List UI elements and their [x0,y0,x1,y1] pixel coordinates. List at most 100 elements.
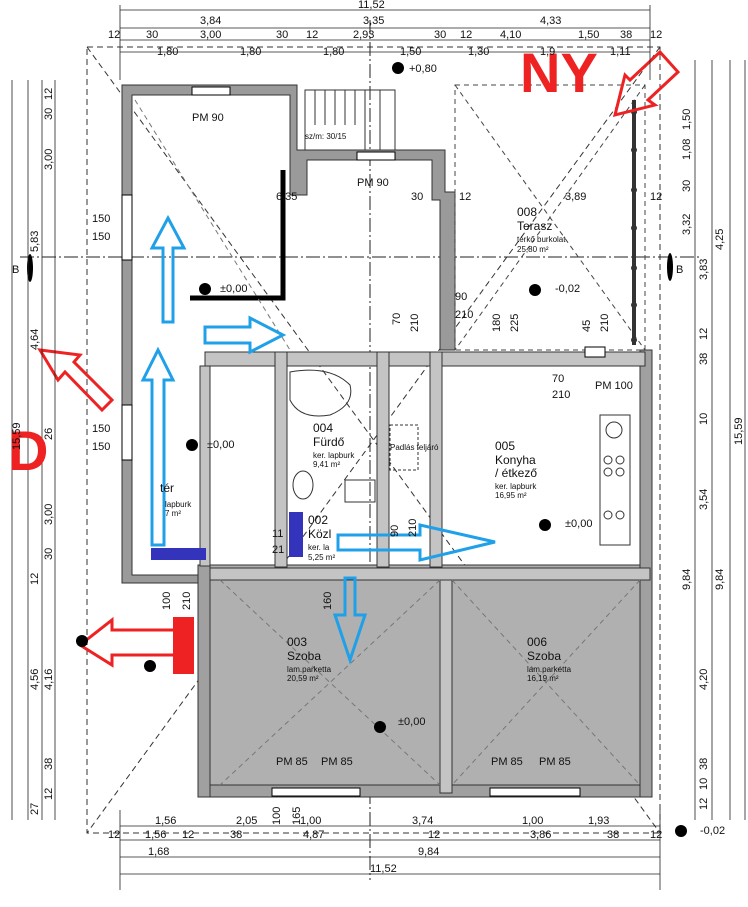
opening-1: 210 [455,309,473,321]
dim-left-2: 3,00 [43,149,55,170]
dim-left-7: 3,00 [43,504,55,525]
dim-top-r3-10: 38 [620,29,632,41]
dim-top-r4-0: 1,80 [157,46,178,58]
dim-top-r4-2: 1,80 [323,46,344,58]
attic-hatch-label: Padlás feljáró [390,443,439,452]
opening-13: 165 [291,807,303,825]
bathroom-number: 004 [313,421,333,435]
dim-left-1: 30 [43,108,55,120]
dim-left-8: 30 [43,548,55,560]
level-main-3: ±0,00 [565,518,592,530]
dim-bot-r1-2: 1,00 [300,815,321,827]
opening-18: 150 [92,441,110,453]
section-label-right: B [676,264,683,276]
dim-left-4: 4,64 [29,329,41,350]
opening-6: 45 [581,320,593,332]
window-marks [121,86,606,797]
walls [121,84,653,798]
dim-bot-r2-8: 12 [650,829,662,841]
kitchen-area: 16,95 m² [495,491,527,500]
stairs [304,89,396,151]
opening-10: 100 [161,592,173,610]
terrace-material: térkő burkolat [517,235,566,244]
inner-dim-1: 30 [411,191,423,203]
kitchen-material: ker. lapburk [495,482,537,491]
dim-top-r3-0: 12 [108,29,120,41]
dim-bot-r2-4: 4,87 [303,829,324,841]
dim-right-3: 3,32 [681,214,693,235]
dim-left-11: 4,56 [29,669,41,690]
room6-area: 16,19 m² [527,674,559,683]
opening-7: 210 [599,314,611,332]
kitchen-name: Konyha [495,453,536,467]
dim-bot-total: 11,52 [370,863,397,875]
level-corner: -0,02 [700,825,725,837]
hall-name: Közl [308,527,331,541]
dim-top-r3-7: 12 [460,29,472,41]
dim-right-0: 1,50 [681,109,693,130]
dim-bot-r2-2: 12 [182,829,194,841]
terrace-name: Terasz [517,219,552,233]
opening-dims: 90 210 70 210 180 225 45 210 70 210 100 … [92,291,611,825]
opening-14: 160 [322,592,334,610]
window-pm85-a: PM 85 [276,756,308,768]
opening-11: 210 [181,592,193,610]
dim-right-4: 4,25 [714,229,726,250]
dim-top-r3-2: 3,00 [200,29,221,41]
dims-top: 11,52 3,84 3,35 4,33 12 30 3,00 30 12 2,… [108,0,662,58]
dim-right-10: 15,59 [733,417,745,445]
dimension-lines-top [119,5,651,80]
inner-dim-0: 6,35 [276,191,297,203]
black-wall-segment [190,170,286,301]
dim-right-14: 38 [698,758,710,770]
opening-0: 90 [455,291,467,303]
inner-dim-8: 21 [272,544,284,556]
window-pm85-c: PM 85 [491,756,523,768]
opening-16: 210 [407,519,419,537]
level-main-4: ±0,00 [398,716,425,728]
window-pm90-b: PM 90 [357,177,389,189]
hall-material: ker. la [308,543,330,552]
section-label-left: B [12,264,19,276]
room3-number: 003 [287,635,307,649]
kitchen-counter [599,414,631,546]
dim-top-r3-4: 12 [306,29,318,41]
inner-dims: 6,35 30 12 3,89 12 150 150 11 21 [92,191,662,556]
red-marker-block [173,617,194,674]
dim-top-r4-4: 1,30 [468,46,489,58]
dim-right-8: 10 [698,413,710,425]
dim-right-11: 9,84 [681,569,693,590]
dim-right-16: 12 [698,798,710,810]
dim-left-0: 12 [43,88,55,100]
dim-bot-r2-0: 12 [108,829,120,841]
dim-left-5: 15,59 [11,422,23,450]
terrace-number: 008 [517,205,537,219]
dim-top-r2-2: 4,33 [540,15,561,27]
entry-name: tér [160,481,174,495]
bathroom-fixtures [289,369,419,503]
dim-top-total: 11,52 [358,0,385,11]
hall-number: 002 [308,513,328,527]
dim-left-10: 4,16 [43,669,55,690]
dim-bot-r2-1: 1,56 [145,829,166,841]
dim-top-r4-5: 1,9 [540,46,555,58]
dim-right-2: 30 [681,180,693,192]
room6-number: 006 [527,635,547,649]
inner-dim-4: 12 [650,191,662,203]
dim-top-r4-1: 1,80 [240,46,261,58]
dim-right-5: 3,83 [698,259,710,280]
dim-top-r2-0: 3,84 [200,15,221,27]
window-pm90-a: PM 90 [192,112,224,124]
inner-dim-5: 150 [92,213,110,225]
dim-bot-r2-6: 3,86 [530,829,551,841]
dim-right-7: 38 [698,353,710,365]
dim-bot-r1-5: 1,93 [588,815,609,827]
inner-dim-6: 150 [92,231,110,243]
dimension-lines-right [694,60,746,820]
dim-top-r3-1: 30 [146,29,158,41]
opening-4: 180 [491,314,503,332]
opening-9: 210 [552,389,570,401]
dim-top-r4-3: 1,50 [400,46,421,58]
level-main-2: ±0,00 [207,439,234,451]
room3-name: Szoba [287,649,321,663]
